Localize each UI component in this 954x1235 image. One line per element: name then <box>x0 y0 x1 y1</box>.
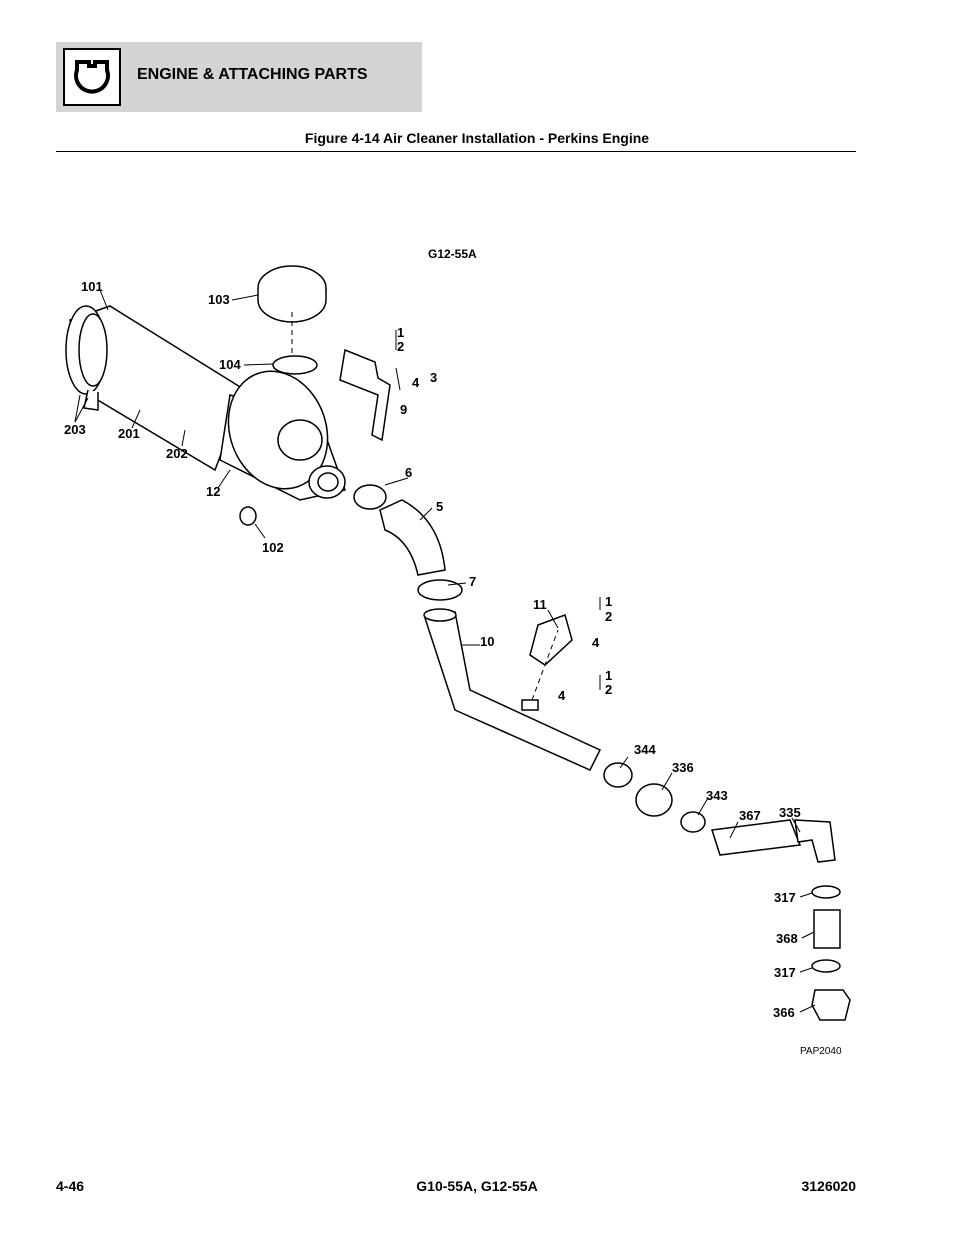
callout-343: 343 <box>706 788 728 803</box>
callout-317-bottom: 317 <box>774 965 796 980</box>
callout-11: 11 <box>533 597 547 612</box>
callout-2-mid: 2 <box>605 609 612 624</box>
callout-4-top: 4 <box>412 375 420 390</box>
valve-102 <box>239 506 257 526</box>
hose-5 <box>379 499 446 576</box>
callout-368: 368 <box>776 931 798 946</box>
clamp-104 <box>272 355 318 375</box>
callout-366: 366 <box>773 1005 795 1020</box>
clamp-344 <box>603 762 633 788</box>
fitting-366 <box>811 989 851 1021</box>
callout-367: 367 <box>739 808 761 823</box>
tube-10 <box>424 611 602 771</box>
page-number: 4-46 <box>56 1178 85 1194</box>
callout-9: 9 <box>400 402 407 417</box>
footer-models: G10-55A, G12-55A <box>416 1178 538 1194</box>
clamp-7 <box>417 579 463 601</box>
callout-202: 202 <box>166 446 188 461</box>
callout-12: 12 <box>206 484 220 499</box>
callout-4-mid: 4 <box>592 635 600 650</box>
callout-2-top: 2 <box>397 339 404 354</box>
callout-203: 203 <box>64 422 86 437</box>
fitting-336 <box>635 783 673 817</box>
callout-335: 335 <box>779 805 801 820</box>
callout-1-mid: 1 <box>605 594 612 609</box>
bracket-11 <box>529 614 573 666</box>
callout-5: 5 <box>436 499 443 514</box>
callout-102: 102 <box>262 540 284 555</box>
bracket-9 <box>339 348 391 442</box>
model-label: G12-55A <box>428 247 477 261</box>
callout-201: 201 <box>118 426 140 441</box>
elbow-335 <box>794 819 836 863</box>
callout-344: 344 <box>634 742 656 757</box>
callout-104: 104 <box>219 357 241 372</box>
callout-336: 336 <box>672 760 694 775</box>
callout-103: 103 <box>208 292 230 307</box>
callout-4-low: 4 <box>558 688 566 703</box>
sleeve-368 <box>813 909 841 949</box>
callout-101: 101 <box>81 279 103 294</box>
callout-10: 10 <box>480 634 494 649</box>
clamp-6 <box>353 484 387 510</box>
clamp-317-top <box>811 885 841 899</box>
title-rule <box>56 151 856 152</box>
callout-2-low: 2 <box>605 682 612 697</box>
clamp-343 <box>680 811 706 833</box>
drawing-code: PAP2040 <box>800 1046 842 1057</box>
callout-3: 3 <box>430 370 437 385</box>
callout-1-top: 1 <box>397 325 404 340</box>
callout-1-low: 1 <box>605 668 612 683</box>
clamp-317-bottom <box>811 959 841 973</box>
figure-title: Figure 4-14 Air Cleaner Installation - P… <box>304 130 650 146</box>
hose-367 <box>711 819 802 856</box>
callout-7: 7 <box>469 574 476 589</box>
callout-317-top: 317 <box>774 890 796 905</box>
engine-outline-icon <box>63 48 121 106</box>
section-title: ENGINE & ATTACHING PARTS <box>137 66 368 83</box>
callout-6: 6 <box>405 465 412 480</box>
doc-number: 3126020 <box>801 1178 856 1194</box>
